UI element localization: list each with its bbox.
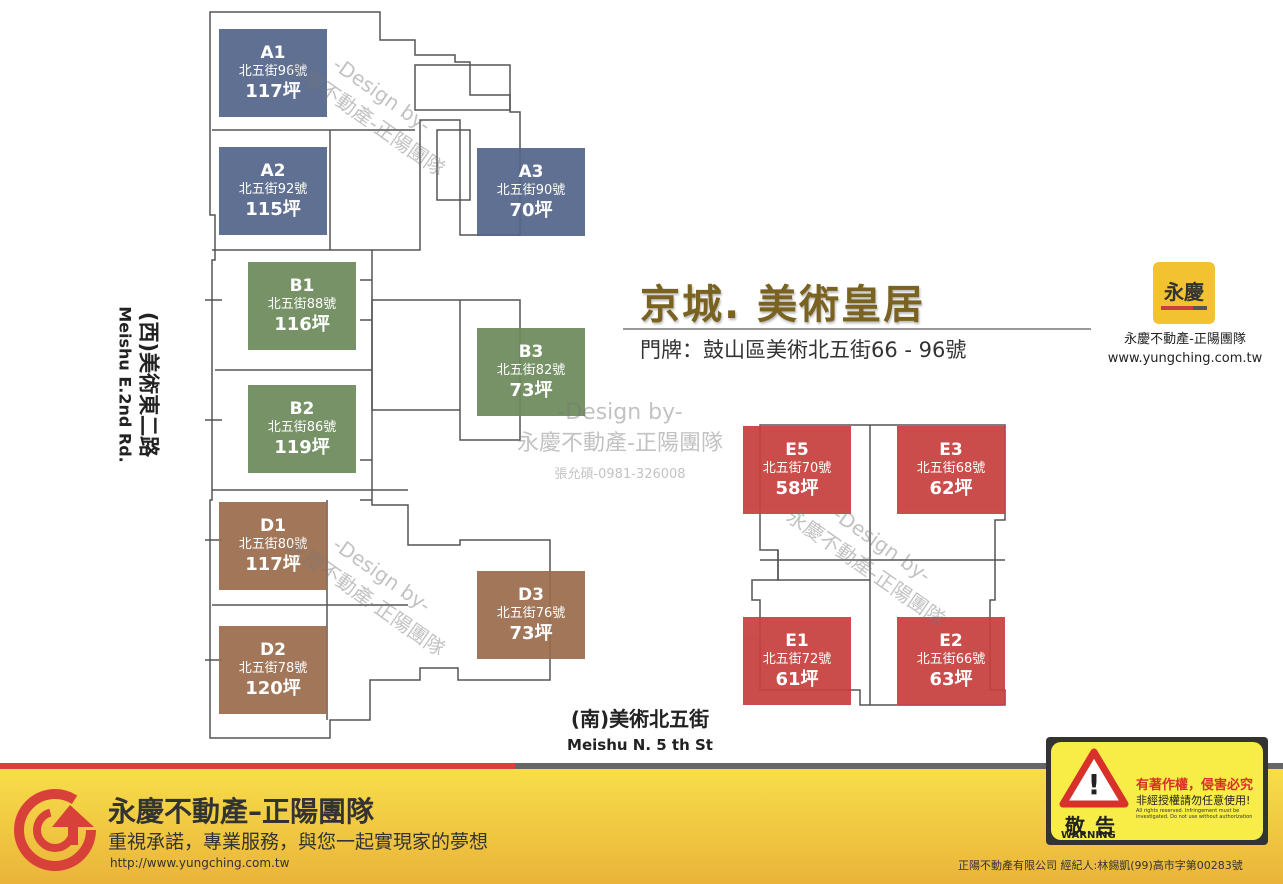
yungching-logo-icon	[14, 789, 96, 871]
south-street-label: (南)美術北五街 Meishu N. 5 th St	[540, 703, 740, 754]
unit-id: D1	[260, 516, 286, 536]
unit-address: 北五街82號	[496, 363, 566, 378]
warning-title-en: WARNING	[1061, 830, 1116, 841]
warning-line2: 非經授權請勿任意使用!	[1136, 794, 1251, 807]
unit-id: B3	[518, 342, 544, 362]
warning-line3: All rights reserved. Infringement must b…	[1136, 808, 1253, 820]
brand-name: 永慶不動產-正陽團隊	[1124, 332, 1246, 347]
watermark: -Design by- 永慶不動產-正陽團隊 張允碩-0981-326008	[500, 400, 740, 482]
warning-title: 敬告	[1065, 814, 1125, 838]
unit-address: 北五街78號	[238, 661, 308, 676]
unit-address: 北五街80號	[238, 537, 308, 552]
project-title: 京城. 美術皇居	[640, 282, 926, 328]
unit-size: 63坪	[929, 669, 973, 690]
unit-id: D2	[260, 640, 286, 660]
unit-size: 70坪	[509, 200, 553, 221]
unit-size: 73坪	[509, 623, 553, 644]
banner-gray-bar	[515, 763, 1283, 769]
unit-id: B2	[289, 399, 315, 419]
west-street-en: Meishu E.2nd Rd.	[115, 306, 135, 463]
unit-size: 73坪	[509, 380, 553, 401]
unit-size: 62坪	[929, 478, 973, 499]
west-street-label: (西)美術東二路 Meishu E.2nd Rd.	[116, 285, 165, 485]
watermark-line1: -Design by-	[557, 400, 683, 425]
unit-id: A2	[260, 161, 286, 181]
unit-size: 117坪	[245, 81, 301, 102]
unit-address: 北五街70號	[762, 461, 832, 476]
company-info: 正陽不動產有限公司 經紀人:林錫凱(99)高市字第00283號	[958, 859, 1243, 872]
unit-address: 北五街76號	[496, 606, 566, 621]
watermark-line3: 張允碩-0981-326008	[554, 467, 686, 482]
svg-text:!: !	[1088, 768, 1101, 801]
south-street-zh: (南)美術北五街	[570, 707, 710, 731]
unit-size: 120坪	[245, 678, 301, 699]
unit-size: 58坪	[775, 478, 819, 499]
unit-address: 北五街72號	[762, 652, 832, 667]
unit-size: 115坪	[245, 199, 301, 220]
unit-address: 北五街88號	[267, 297, 337, 312]
project-address: 門牌：鼓山區美術北五街66 - 96號	[640, 338, 967, 362]
unit-id: B1	[289, 276, 315, 296]
unit-address: 北五街86號	[267, 420, 337, 435]
unit-id: E2	[939, 631, 963, 651]
banner-red-bar	[0, 763, 515, 769]
banner-slogan: 重視承諾，專業服務，與您一起實現家的夢想	[108, 831, 489, 853]
unit-id: E1	[785, 631, 809, 651]
brand-url[interactable]: www.yungching.com.tw	[1107, 351, 1263, 366]
floor-plan-outline	[205, 11, 1006, 739]
divider	[623, 328, 1091, 330]
copyright-warning: ! 敬告 WARNING 有著作權，侵害必究 非經授權請勿任意使用! All r…	[1046, 737, 1268, 845]
warning-triangle-icon: !	[1059, 748, 1129, 808]
unit-address: 北五街68號	[916, 461, 986, 476]
unit-size: 116坪	[274, 314, 330, 335]
brand-logo: 永慶	[1153, 262, 1215, 324]
unit-address: 北五街92號	[238, 182, 308, 197]
west-street-zh: (西)美術東二路	[136, 311, 161, 458]
unit-size: 61坪	[775, 669, 819, 690]
unit-id: E3	[939, 440, 963, 460]
banner-title: 永慶不動產–正陽團隊	[108, 795, 375, 828]
unit-id: A3	[518, 162, 544, 182]
brand-logo-text: 永慶	[1164, 280, 1204, 304]
unit-address: 北五街90號	[496, 183, 566, 198]
unit-address: 北五街96號	[238, 64, 308, 79]
unit-address: 北五街66號	[916, 652, 986, 667]
unit-id: E5	[785, 440, 809, 460]
unit-size: 117坪	[245, 554, 301, 575]
unit-id: A1	[260, 43, 286, 63]
banner-url[interactable]: http://www.yungching.com.tw	[110, 856, 290, 870]
unit-size: 119坪	[274, 437, 330, 458]
unit-id: D3	[518, 585, 544, 605]
watermark-line2: 永慶不動產-正陽團隊	[517, 431, 723, 456]
warning-line1: 有著作權，侵害必究	[1136, 778, 1254, 793]
south-street-en: Meishu N. 5 th St	[567, 736, 713, 754]
brand-info: 永慶不動產-正陽團隊 www.yungching.com.tw	[1100, 330, 1270, 368]
